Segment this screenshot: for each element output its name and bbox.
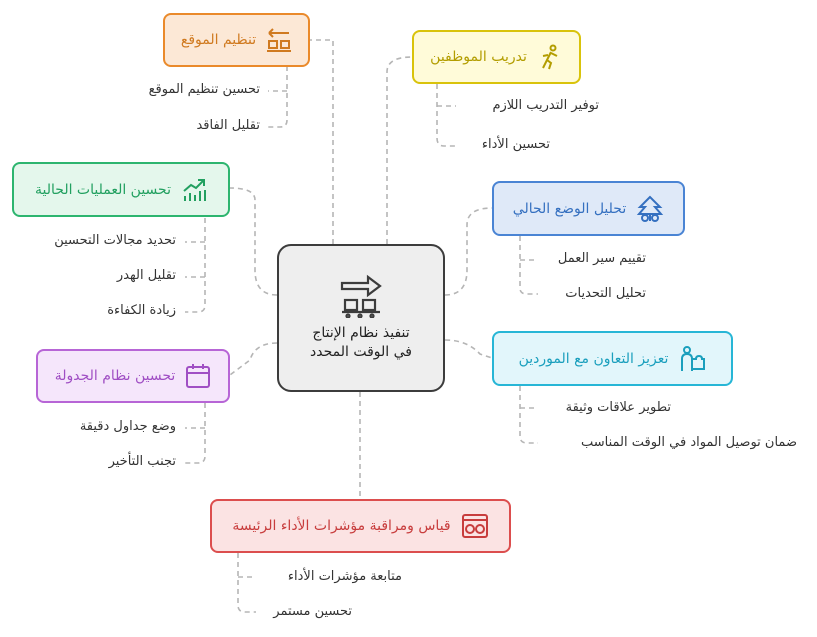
analysis-item-1: تقييم سير العمل [557, 251, 646, 266]
branch-site-organization[interactable]: تنظيم الموقع [163, 13, 310, 67]
conveyor-icon [340, 274, 382, 319]
branch-supplier-collaboration[interactable]: تعزيز التعاون مع الموردين [492, 331, 733, 386]
suppliers-item-1: تطوير علاقات وثيقة [565, 400, 671, 415]
person-walking-icon [541, 44, 558, 70]
connector-site-org [310, 39, 334, 244]
branch-situation-analysis[interactable]: تحليل الوضع الحالي [492, 181, 685, 236]
branch-improve-operations-title: تحسين العمليات الحالية [35, 181, 171, 198]
growth-chart-icon [183, 178, 206, 201]
current-ops-item-3: زيادة الكفاءة [107, 303, 176, 318]
branch-situation-analysis-title: تحليل الوضع الحالي [512, 200, 627, 217]
branch-scheduling-system-title: تحسين نظام الجدولة [54, 368, 176, 384]
branch-scheduling-system[interactable]: تحسين نظام الجدولة [36, 349, 230, 403]
current-ops-item-2: تقليل الهدر [116, 268, 176, 283]
branch-employee-training[interactable]: تدريب الموظفين [412, 30, 581, 84]
training-item-2: تحسين الأداء [481, 137, 550, 152]
puzzle-person-icon [681, 345, 706, 371]
branch-kpi-monitoring[interactable]: قياس ومراقبة مؤشرات الأداء الرئيسة [210, 499, 511, 553]
connector-current-ops [229, 187, 278, 296]
site-org-item-1: تحسين تنظيم الموقع [148, 82, 260, 97]
center-title-line-2: في الوقت المحدد [310, 344, 412, 360]
dashboard-window-icon [461, 514, 488, 538]
connector-analysis [444, 207, 493, 296]
center-node[interactable]: تنفيذ نظام الإنتاج في الوقت المحدد [277, 244, 445, 392]
site-org-item-2: تقليل الفاقد [196, 118, 260, 133]
kpi-item-1: متابعة مؤشرات الأداء [287, 569, 402, 584]
connector-suppliers [444, 339, 493, 359]
scheduling-item-1: وضع جداول دقيقة [79, 419, 176, 434]
branch-employee-training-title: تدريب الموظفين [430, 49, 527, 65]
branch-site-organization-title: تنظيم الموقع [180, 32, 257, 48]
branch-improve-operations[interactable]: تحسين العمليات الحالية [12, 162, 230, 217]
kpi-item-2: تحسين مستمر [273, 604, 352, 619]
current-ops-item-1: تحديد مجالات التحسين [54, 233, 176, 248]
calendar-icon [186, 364, 211, 388]
sort-icon [267, 28, 292, 52]
scheduling-item-2: تجنب التأخير [108, 454, 176, 469]
center-title-line-1: تنفيذ نظام الإنتاج [312, 325, 410, 342]
analysis-item-2: تحليل التحديات [565, 286, 646, 301]
branch-kpi-monitoring-title: قياس ومراقبة مؤشرات الأداء الرئيسة [232, 518, 451, 534]
branch-supplier-collaboration-title: تعزيز التعاون مع الموردين [518, 350, 669, 367]
analysis-tree-icon [637, 195, 664, 222]
connector-training [386, 56, 413, 244]
suppliers-item-2: ضمان توصيل المواد في الوقت المناسب [580, 435, 797, 450]
training-item-1: توفير التدريب اللازم [492, 98, 599, 113]
connector-scheduling [229, 342, 278, 376]
